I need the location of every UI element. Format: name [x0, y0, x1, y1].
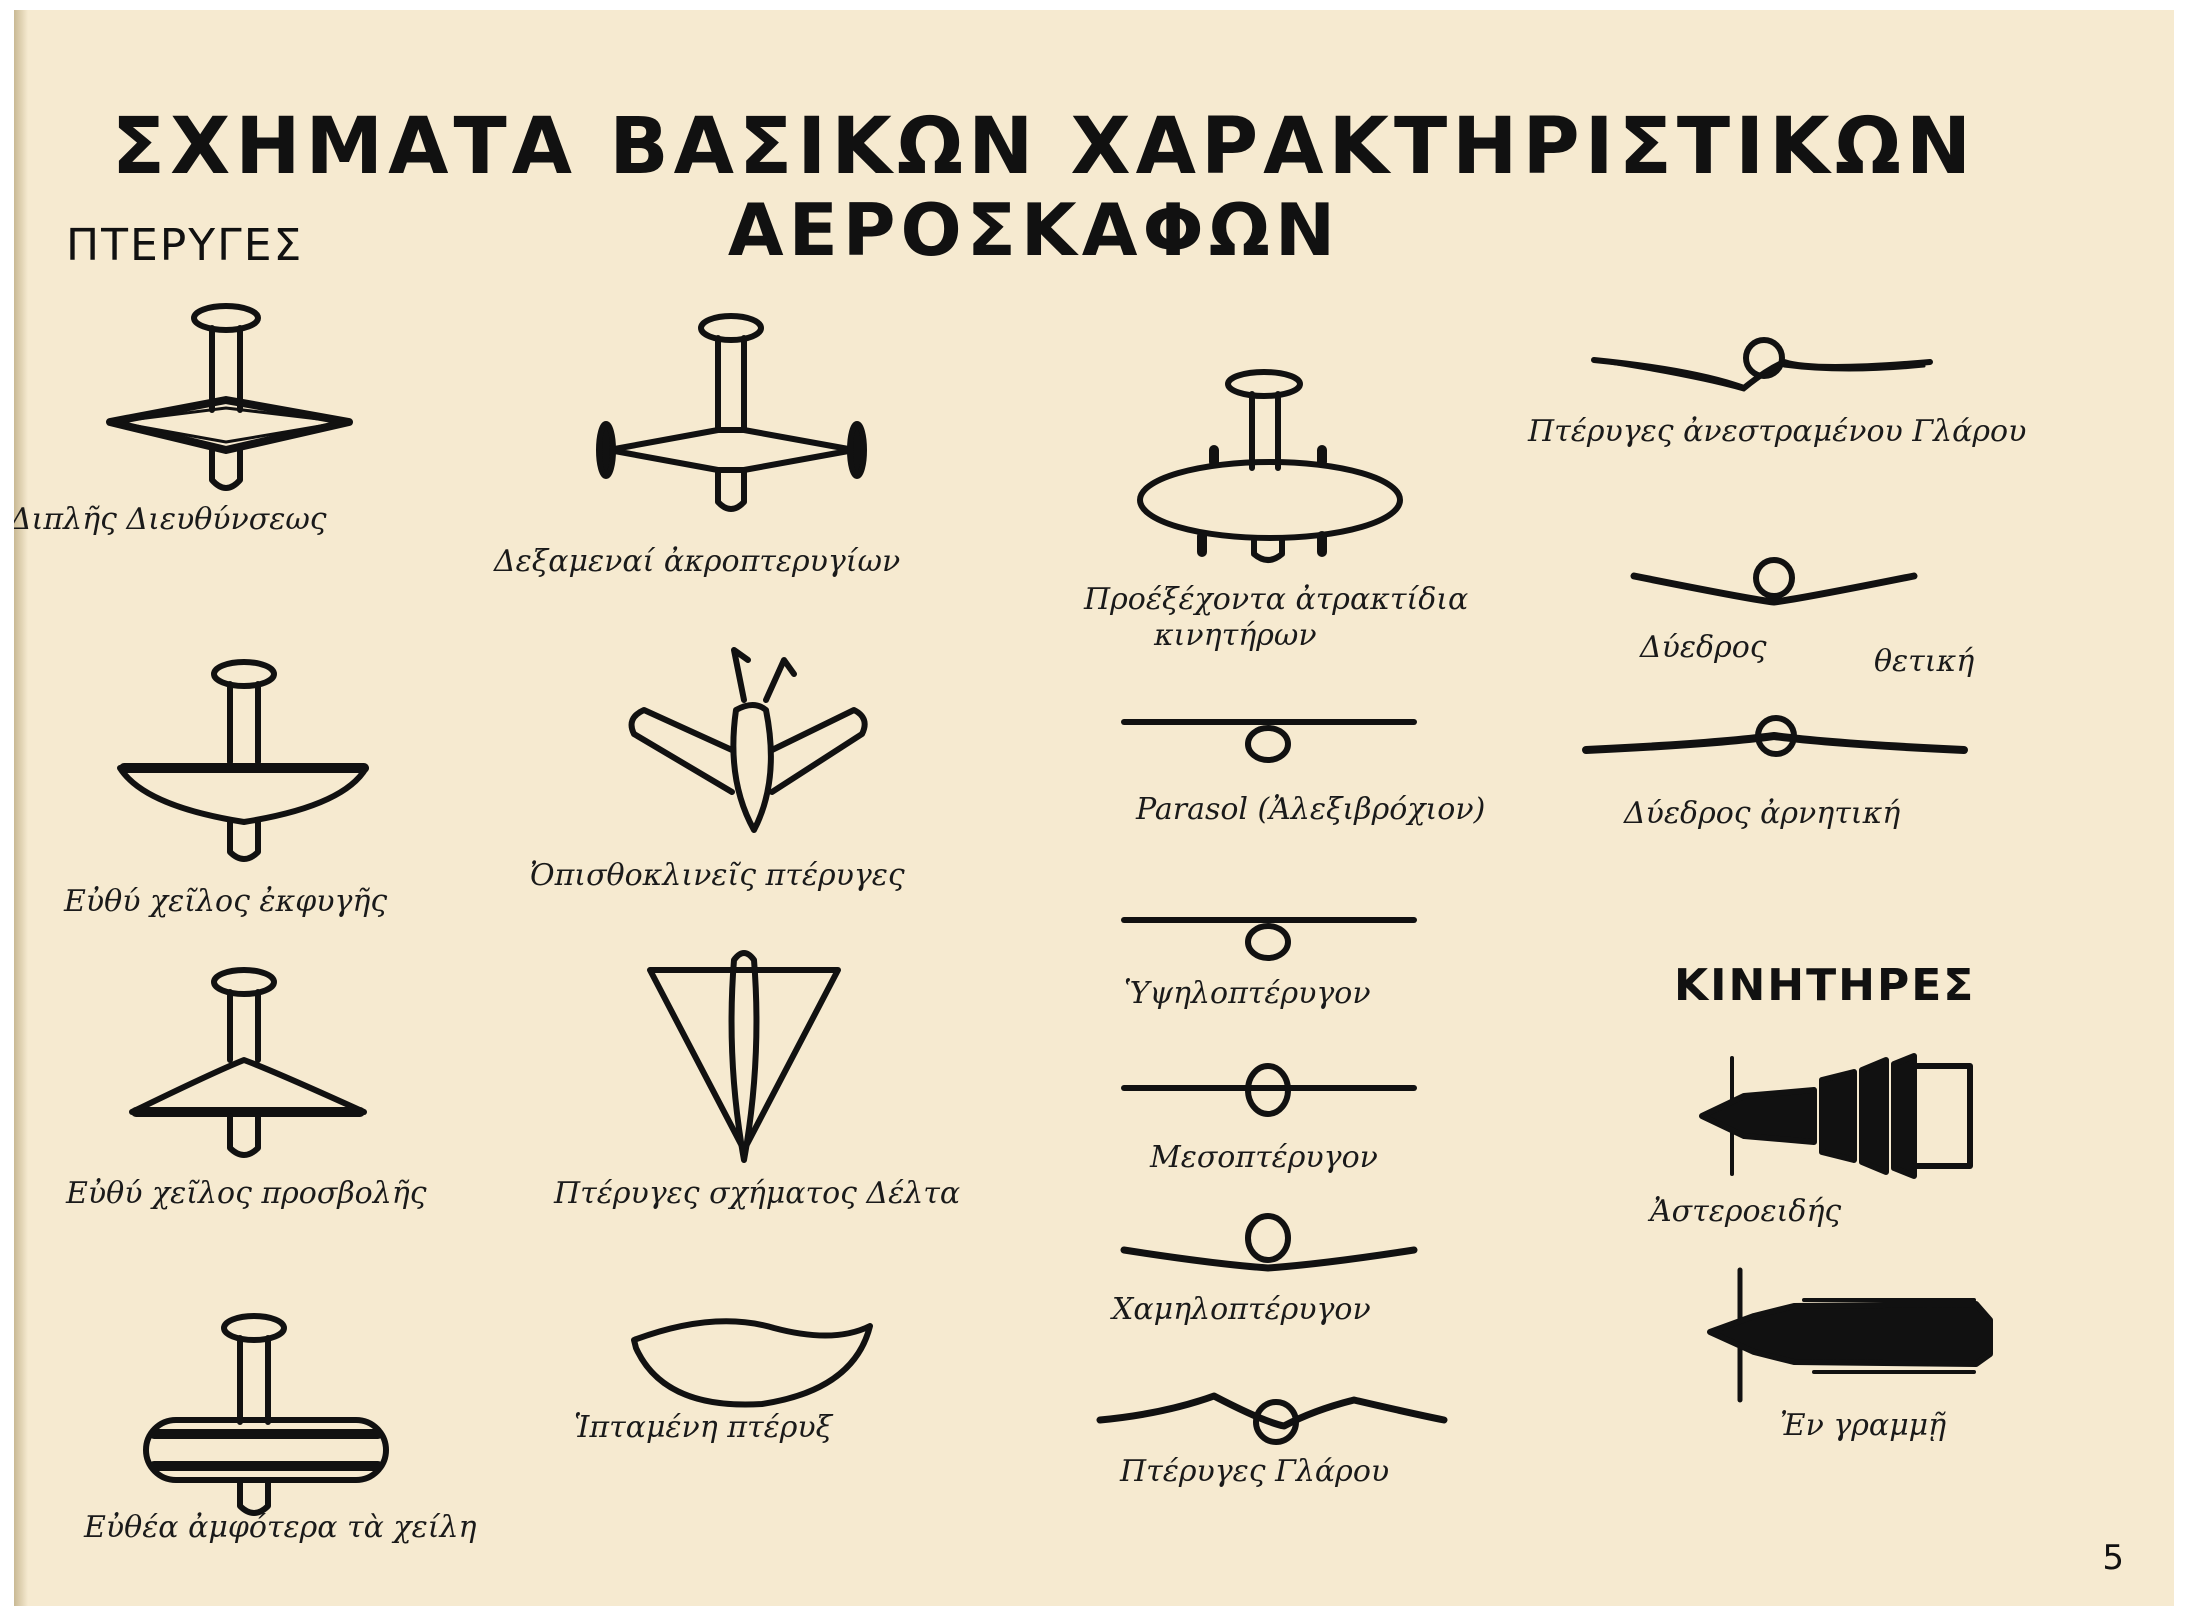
label-swept-back: Ὀπισθοκλινεῖς πτέρυγες: [530, 858, 905, 893]
label-inverted-gull: Πτέρυγες ἀνεστραμένου Γλάρου: [1528, 414, 2027, 449]
flying-wing-icon: [631, 1318, 873, 1408]
page-number: 5: [2102, 1538, 2124, 1578]
swept-back-wing-icon: [628, 647, 868, 833]
label-dihedral-positive-1: Δύεδρος: [1640, 630, 1767, 665]
mid-wing-icon: [1121, 1063, 1417, 1117]
label-delta: Πτέρυγες σχήματος Δέλτα: [554, 1176, 961, 1211]
aircraft-diagrams: [106, 303, 1993, 1516]
straight-leading-edge-icon: [129, 967, 367, 1158]
inverted-gull-wing-icon: [1591, 337, 1933, 392]
parasol-wing-icon: [1121, 719, 1417, 763]
section-heading-wings: ΠΤΕΡΥΓΕΣ: [66, 220, 304, 271]
straight-trailing-edge-icon: [117, 659, 369, 862]
protruding-nacelles-icon: [1137, 369, 1403, 563]
label-gull: Πτέρυγες Γλάρου: [1120, 1454, 1390, 1489]
section-heading-engines: ΚΙΝΗΤΗΡΕΣ: [1674, 960, 1976, 1011]
label-radial: Ἀστεροειδής: [1650, 1194, 1842, 1229]
gull-wing-icon: [1096, 1392, 1448, 1445]
tip-tanks-wing-icon: [596, 313, 867, 512]
delta-wing-icon: [647, 950, 841, 1163]
label-straight-leading: Εὐθύ χεῖλος προσβολῆς: [66, 1176, 427, 1211]
page-title-line1: ΣΧΗΜΑΤΑ ΒΑΣΙΚΩΝ ΧΑΡΑΚΤΗΡΙΣΤΙΚΩΝ: [111, 102, 1977, 192]
inline-engine-icon: [1707, 1267, 1993, 1403]
label-straight-trailing: Εὐθύ χεῖλος ἐκφυγῆς: [64, 884, 388, 919]
positive-dihedral-icon: [1630, 557, 1918, 606]
book-page: ΣΧΗΜΑΤΑ ΒΑΣΙΚΩΝ ΧΑΡΑΚΤΗΡΙΣΤΙΚΩΝ ΑΕΡΟΣΚΑΦ…: [14, 10, 2174, 1606]
label-double-taper: Διπλῆς Διευθύνσεως: [14, 502, 327, 537]
label-dihedral-positive-2: θετική: [1874, 644, 1975, 679]
label-low-wing: Χαμηλοπτέρυγον: [1112, 1292, 1371, 1327]
label-high-wing: Ὑψηλοπτέρυγον: [1124, 976, 1371, 1011]
label-dihedral-negative: Δύεδρος ἀρνητική: [1624, 796, 1901, 831]
both-edges-straight-icon: [143, 1313, 389, 1516]
label-both-straight: Εὐθέα ἀμφότερα τὰ χείλη: [84, 1510, 477, 1545]
label-inline: Ἐν γραμμῇ: [1780, 1408, 1947, 1443]
high-wing-icon: [1121, 917, 1417, 961]
page-title-line2: ΑΕΡΟΣΚΑΦΩΝ: [727, 188, 1341, 272]
label-tip-tanks: Δεξαμεναί ἀκροπτερυγίων: [494, 544, 901, 579]
label-mid-wing: Μεσοπτέρυγον: [1150, 1140, 1378, 1175]
low-wing-icon: [1120, 1213, 1418, 1272]
double-taper-wing-icon: [106, 303, 353, 491]
label-flying-wing: Ἱπταμένη πτέρυξ: [574, 1410, 833, 1445]
label-parasol: Parasol (Ἀλεξιβρόχιον): [1136, 792, 1486, 827]
negative-dihedral-icon: [1582, 715, 1968, 757]
label-protruding-nacelles-2: κινητήρων: [1154, 618, 1317, 653]
label-protruding-nacelles-1: Προέξέχοντα ἀτρακτίδια: [1084, 582, 1469, 617]
radial-engine-icon: [1699, 1053, 1973, 1179]
